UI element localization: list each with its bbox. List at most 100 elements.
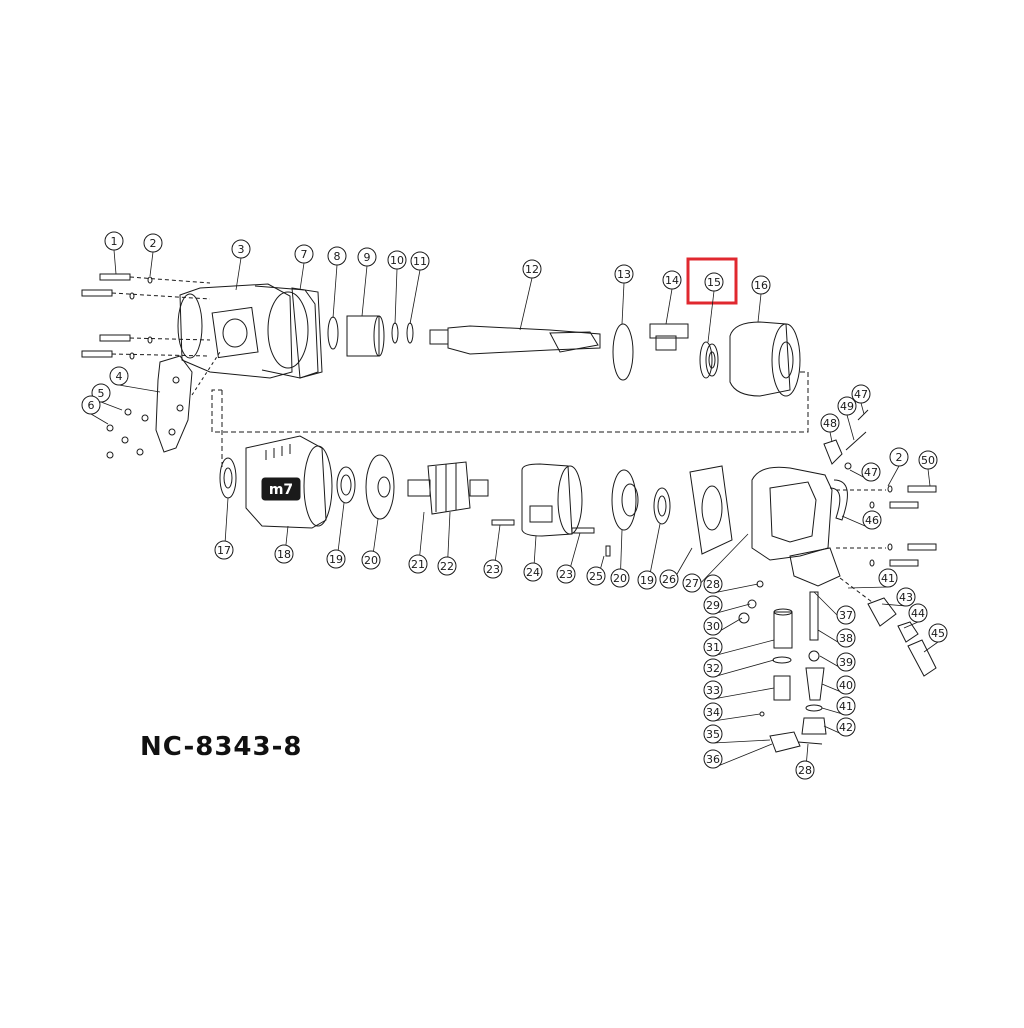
callout-label: 31 [706,641,720,654]
callout-circle [637,570,657,590]
callout-7: 7 [294,244,314,291]
callout-circle [704,272,724,292]
callout-circle [682,573,702,593]
callout-label: 13 [617,268,631,281]
air-inlet-fittings [839,577,937,677]
leader-line [881,603,907,607]
callout-circle [928,623,948,643]
callout-label: 4 [116,370,123,383]
highlight-box [686,257,738,305]
leader-line [113,249,117,275]
front-housing [177,283,319,379]
bolt-set-front [81,273,211,360]
callout-17: 17 [214,497,234,560]
leader-line [903,621,919,629]
leader-line [712,743,773,769]
anvil-ring-a [391,322,399,344]
callout-circle [410,251,430,271]
callout-circle [586,566,606,586]
housing-gasket [291,287,323,379]
callout-label: 46 [865,514,879,527]
callout-33: 33 [703,680,775,700]
leader-line [90,413,109,425]
leader-line [712,739,771,744]
motor-housing [245,435,333,529]
callout-label: 5 [98,387,105,400]
callout-circle [820,413,840,433]
callout-circle [523,562,543,582]
callout-41: 41 [847,568,898,589]
leader-line [712,687,775,700]
callout-circle [143,233,163,253]
callout-47: 47 [851,384,871,415]
callout-circle [703,749,723,769]
callout-label: 26 [662,573,676,586]
leader-line [665,288,673,325]
callout-circle [231,239,251,259]
callout-28: 28 [703,574,759,594]
callout-label: 42 [839,721,853,734]
callout-circle [703,616,723,636]
callout-11: 11 [409,251,430,325]
callout-20: 20 [361,518,381,570]
callout-26: 26 [659,547,693,589]
callout-label: 6 [88,399,95,412]
callout-label: 27 [685,577,699,590]
leader-line [519,277,533,331]
callout-42: 42 [823,717,856,737]
callout-label: 12 [525,263,539,276]
callout-45: 45 [923,623,948,653]
callout-label: 28 [798,764,812,777]
leader-line [712,659,775,678]
callout-6: 6 [81,395,109,425]
callout-label: 2 [896,451,903,464]
callout-circle [327,246,347,266]
brand-logo: m7 [269,482,293,498]
leader-line [621,282,625,325]
leader-line [927,468,931,487]
callout-circle [408,554,428,574]
callout-label: 39 [839,656,853,669]
callout-circle [81,395,101,415]
callout-circle [659,569,679,589]
assembly-link-line [211,371,809,470]
callout-label: 20 [613,572,627,585]
callout-label: 14 [665,274,679,287]
leader-line [332,264,338,319]
callout-circle [326,549,346,569]
callout-label: 8 [334,250,341,263]
callout-16: 16 [751,275,771,323]
callout-41: 41 [821,696,856,716]
callout-label: 30 [706,620,720,633]
callout-circle [836,675,856,695]
callout-circle [104,231,124,251]
callout-circle [836,605,856,625]
callout-label: 45 [931,627,945,640]
callout-label: 47 [854,388,868,401]
callout-label: 18 [277,548,291,561]
callout-8: 8 [327,246,347,319]
callout-circle [294,244,314,264]
leader-line [409,269,421,325]
callout-circle [703,658,723,678]
leader-line [394,268,398,325]
small-pin [605,545,611,557]
callout-circle [703,574,723,594]
callout-12: 12 [519,259,542,331]
callout-47: 47 [849,462,881,482]
leader-line [118,384,161,393]
callout-label: 35 [706,728,720,741]
leader-line [860,402,865,415]
callout-39: 39 [819,652,856,672]
callout-label: 47 [864,466,878,479]
callout-label: 34 [706,706,720,719]
callout-label: 33 [706,684,720,697]
callout-label: 15 [707,276,721,289]
leader-line [712,603,751,615]
callout-label: 29 [706,599,720,612]
callout-46: 46 [841,510,882,530]
leader-line [235,257,242,291]
callout-40: 40 [821,675,856,695]
